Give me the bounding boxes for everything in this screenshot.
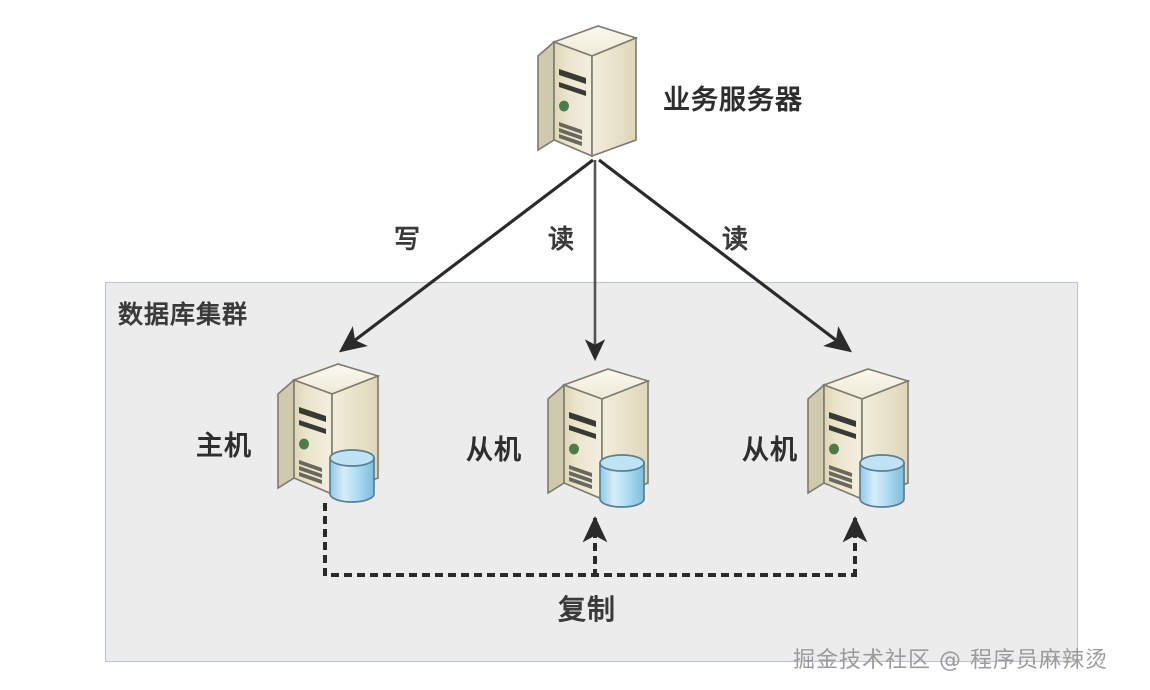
- app-server-label: 业务服务器: [663, 85, 803, 116]
- cluster-title-label: 数据库集群: [118, 300, 249, 329]
- edge-label-read-1: 读: [548, 225, 576, 255]
- server-tower-with-db-icon: [277, 363, 381, 503]
- database-cylinder-icon: [329, 449, 375, 503]
- server-tower-with-db-icon: [807, 368, 911, 508]
- replication-label: 复制: [558, 593, 617, 626]
- node-label-slave-1: 从机: [466, 435, 522, 466]
- app-server-icon-node[interactable]: [532, 22, 642, 167]
- edge-label-write: 写: [394, 225, 422, 255]
- node-slave-2[interactable]: [802, 367, 912, 512]
- edge-label-read-2: 读: [722, 225, 750, 255]
- node-master[interactable]: [272, 362, 382, 507]
- node-slave-1[interactable]: [542, 367, 652, 512]
- server-tower-with-db-icon: [547, 368, 651, 508]
- node-label-slave-2: 从机: [742, 435, 798, 466]
- watermark-text: 掘金技术社区 @ 程序员麻辣烫: [793, 648, 1108, 673]
- database-cylinder-icon: [859, 454, 905, 508]
- server-tower-icon: [537, 25, 639, 158]
- database-cylinder-icon: [599, 454, 645, 508]
- node-label-master: 主机: [196, 431, 252, 462]
